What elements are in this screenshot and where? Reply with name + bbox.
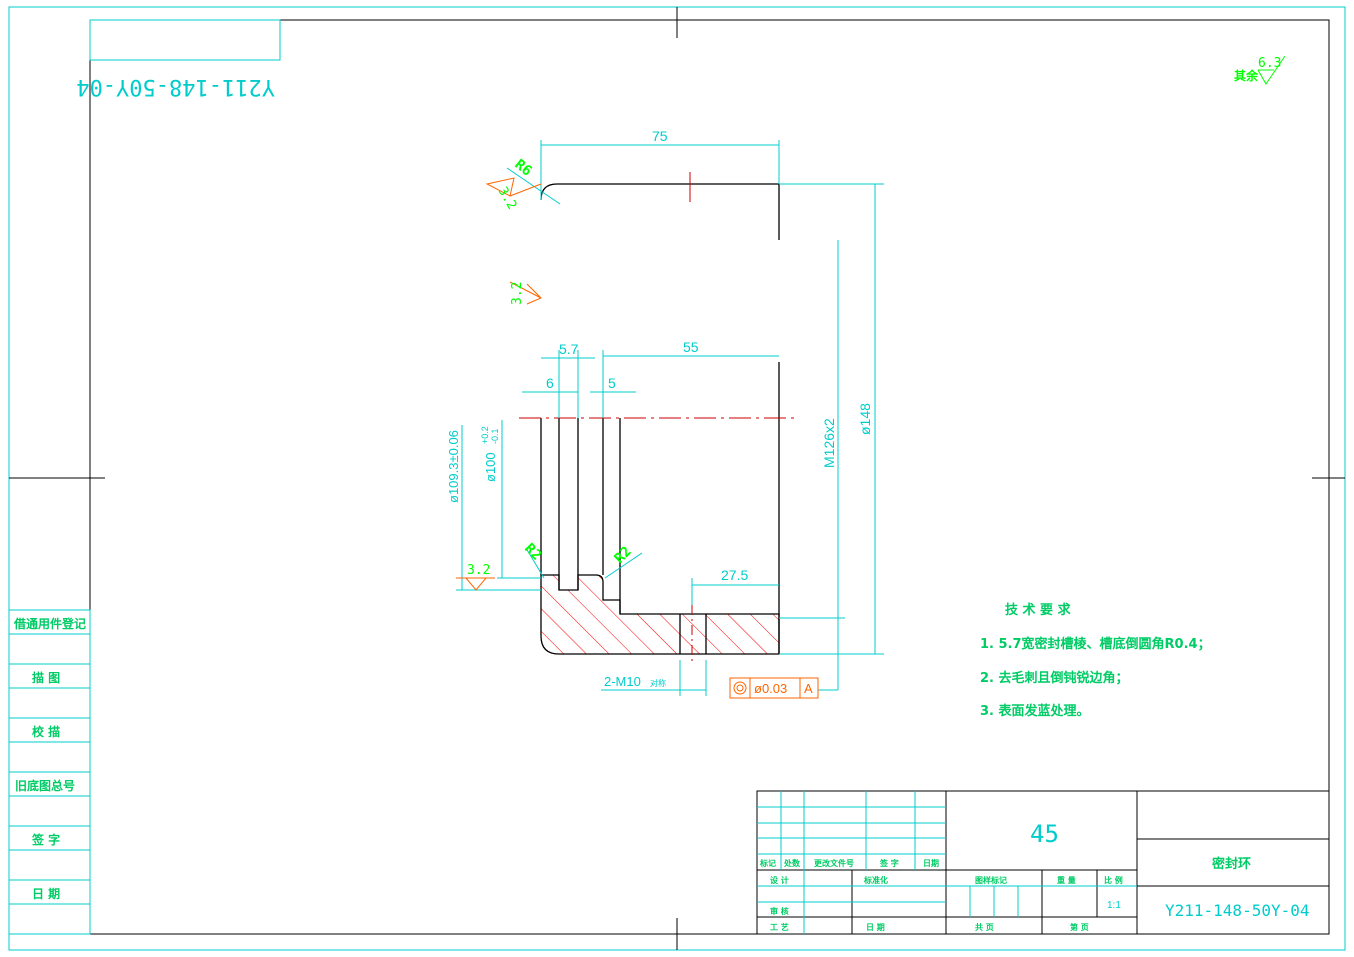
dim-dia-109: ø109.3±0.06 bbox=[446, 430, 461, 503]
dim-r2-right: R2 bbox=[612, 544, 635, 567]
left-strip-label-6: 日 期 bbox=[32, 886, 60, 901]
rev-header-doc: 更改文件号 bbox=[814, 858, 854, 868]
inner-border bbox=[89, 19, 1330, 935]
dim-dia-100-tol-upper: +0.2 bbox=[480, 426, 490, 444]
rev-header-sign: 签 字 bbox=[879, 858, 899, 868]
revision-grid bbox=[757, 791, 1137, 934]
runout-value: ø0.03 bbox=[754, 681, 787, 696]
dim-dia-100: ø100 bbox=[483, 452, 498, 482]
tb-part-number: Y211-148-50Y-04 bbox=[1165, 901, 1310, 920]
dim-5-7: 5.7 bbox=[559, 341, 579, 357]
roughness-1-value: 3.2 bbox=[495, 185, 520, 213]
mirrored-drawing-number: Y211-148-50Y-04 bbox=[76, 74, 275, 99]
tb-process: 工 艺 bbox=[770, 922, 789, 932]
part-section bbox=[519, 172, 797, 662]
dim-dia-100-tol-lower: -0.1 bbox=[490, 428, 500, 444]
left-strip-label-5: 签 字 bbox=[31, 832, 60, 847]
roughness-other-value: 6.3 bbox=[1258, 56, 1281, 71]
tb-part-name: 密封环 bbox=[1211, 856, 1251, 872]
tb-material: 45 bbox=[1030, 820, 1059, 848]
roughness-other-label: 其余 bbox=[1234, 68, 1259, 83]
left-strip-label-2: 描 图 bbox=[32, 670, 60, 685]
tech-req-item-1: 1. 5.7宽密封槽棱、槽底倒圆角R0.4； bbox=[980, 636, 1211, 652]
roughness-2-value: 3.2 bbox=[510, 282, 525, 305]
left-strip-label-1: 借通用件登记 bbox=[13, 616, 86, 631]
tech-req-item-2: 2. 去毛刺且倒钝锐边角； bbox=[980, 670, 1129, 686]
title-block bbox=[756, 790, 1330, 935]
roughness-symbol-3 bbox=[456, 577, 495, 591]
dim-threaded-holes: 2-M10 bbox=[604, 674, 641, 689]
tb-design: 设 计 bbox=[770, 875, 789, 885]
outer-border bbox=[8, 6, 1346, 951]
dimensions bbox=[456, 140, 884, 696]
tb-sheet: 第 页 bbox=[1070, 922, 1089, 932]
runout-icon bbox=[733, 681, 747, 695]
roughness-symbol-2 bbox=[509, 281, 542, 305]
tb-weight: 重 量 bbox=[1057, 875, 1076, 885]
dim-6: 6 bbox=[546, 375, 554, 391]
dim-75: 75 bbox=[652, 128, 668, 144]
dim-threaded-holes-suffix: 对称 bbox=[650, 678, 666, 688]
runout-frame bbox=[729, 677, 819, 699]
dim-5: 5 bbox=[608, 375, 616, 391]
tb-scale-value: 1:1 bbox=[1107, 900, 1121, 911]
roughness-3-value: 3.2 bbox=[467, 563, 490, 578]
part-top-outline bbox=[540, 183, 779, 201]
left-strip bbox=[8, 609, 91, 935]
tb-scale: 比 例 bbox=[1104, 875, 1123, 885]
rev-header-date: 日期 bbox=[923, 858, 939, 868]
tech-req-item-3: 3. 表面发蓝处理。 bbox=[980, 703, 1090, 719]
tb-standardize: 标准化 bbox=[863, 875, 888, 885]
tb-date: 日 期 bbox=[866, 922, 885, 932]
datum-label: A bbox=[804, 681, 813, 696]
tb-review: 审 核 bbox=[770, 906, 789, 916]
dim-thread: M126x2 bbox=[821, 418, 837, 468]
left-strip-label-4: 旧底图总号 bbox=[15, 778, 75, 793]
tb-total: 共 页 bbox=[975, 922, 994, 932]
tech-req-title: 技 术 要 求 bbox=[1005, 602, 1072, 618]
section-outline bbox=[540, 574, 780, 655]
roughness-other-symbol bbox=[1257, 55, 1286, 85]
dim-od-148: ø148 bbox=[857, 403, 873, 435]
tb-stage-mark: 图样标记 bbox=[975, 875, 1007, 885]
left-strip-label-3: 校 描 bbox=[32, 724, 60, 739]
dim-27-5: 27.5 bbox=[721, 567, 748, 583]
dim-55: 55 bbox=[683, 339, 699, 355]
rev-header-mark: 标记 bbox=[759, 858, 776, 868]
rev-header-count: 处数 bbox=[783, 858, 801, 868]
roughness-symbol-1 bbox=[485, 177, 542, 197]
mirrored-number-box bbox=[89, 19, 281, 61]
dim-r6: R6 bbox=[512, 157, 535, 180]
